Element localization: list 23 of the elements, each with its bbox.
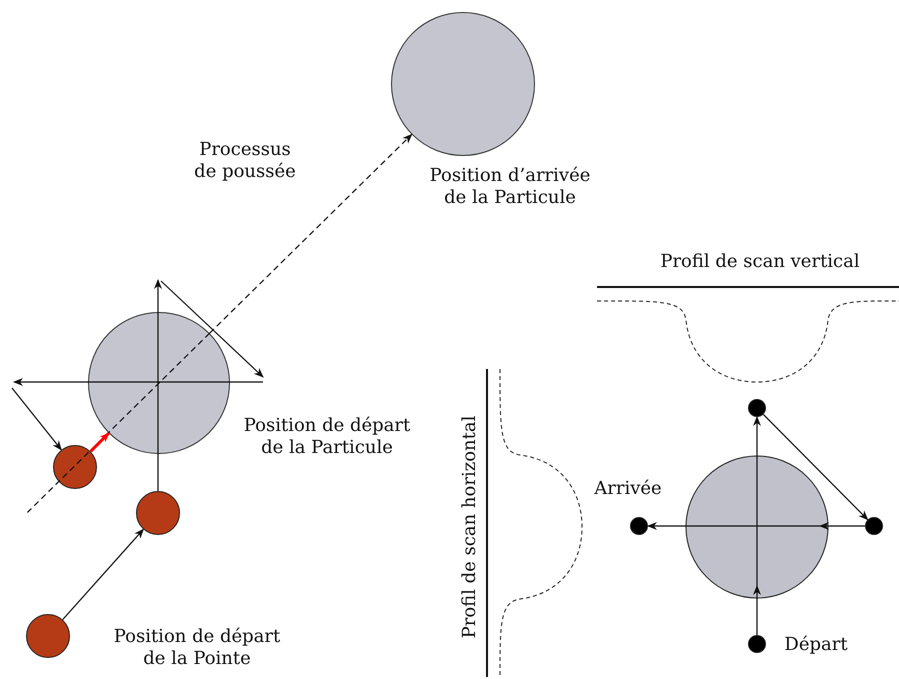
arrow (12, 388, 62, 451)
arrow (648, 522, 865, 530)
annotation-text: Profil de scan vertical (659, 251, 861, 273)
tip-circle (26, 614, 70, 658)
scan-point-dot (748, 635, 766, 653)
arrow (90, 432, 110, 452)
annotation-text: Processus de poussée (193, 139, 297, 183)
arrow (753, 416, 761, 635)
caption-text: Départ (783, 634, 849, 656)
arrow (762, 414, 868, 520)
annotation-text: Profil de scan horizontal (459, 414, 481, 640)
scan-point-dot (865, 517, 883, 535)
dashed-arrow (209, 134, 412, 334)
caption-text: Position d’arrivée de la Particule (428, 165, 592, 209)
caption-text: Position de départ de la Pointe (112, 626, 282, 670)
tip-circle (53, 445, 97, 489)
tip-circle (136, 491, 180, 535)
caption-text: Arrivée (593, 478, 663, 500)
scan-point-dot (748, 399, 766, 417)
arrow (154, 279, 162, 491)
caption-text: Position de départ de la Particule (242, 415, 412, 459)
arrow (62, 528, 144, 620)
scan-point-dot (630, 517, 648, 535)
